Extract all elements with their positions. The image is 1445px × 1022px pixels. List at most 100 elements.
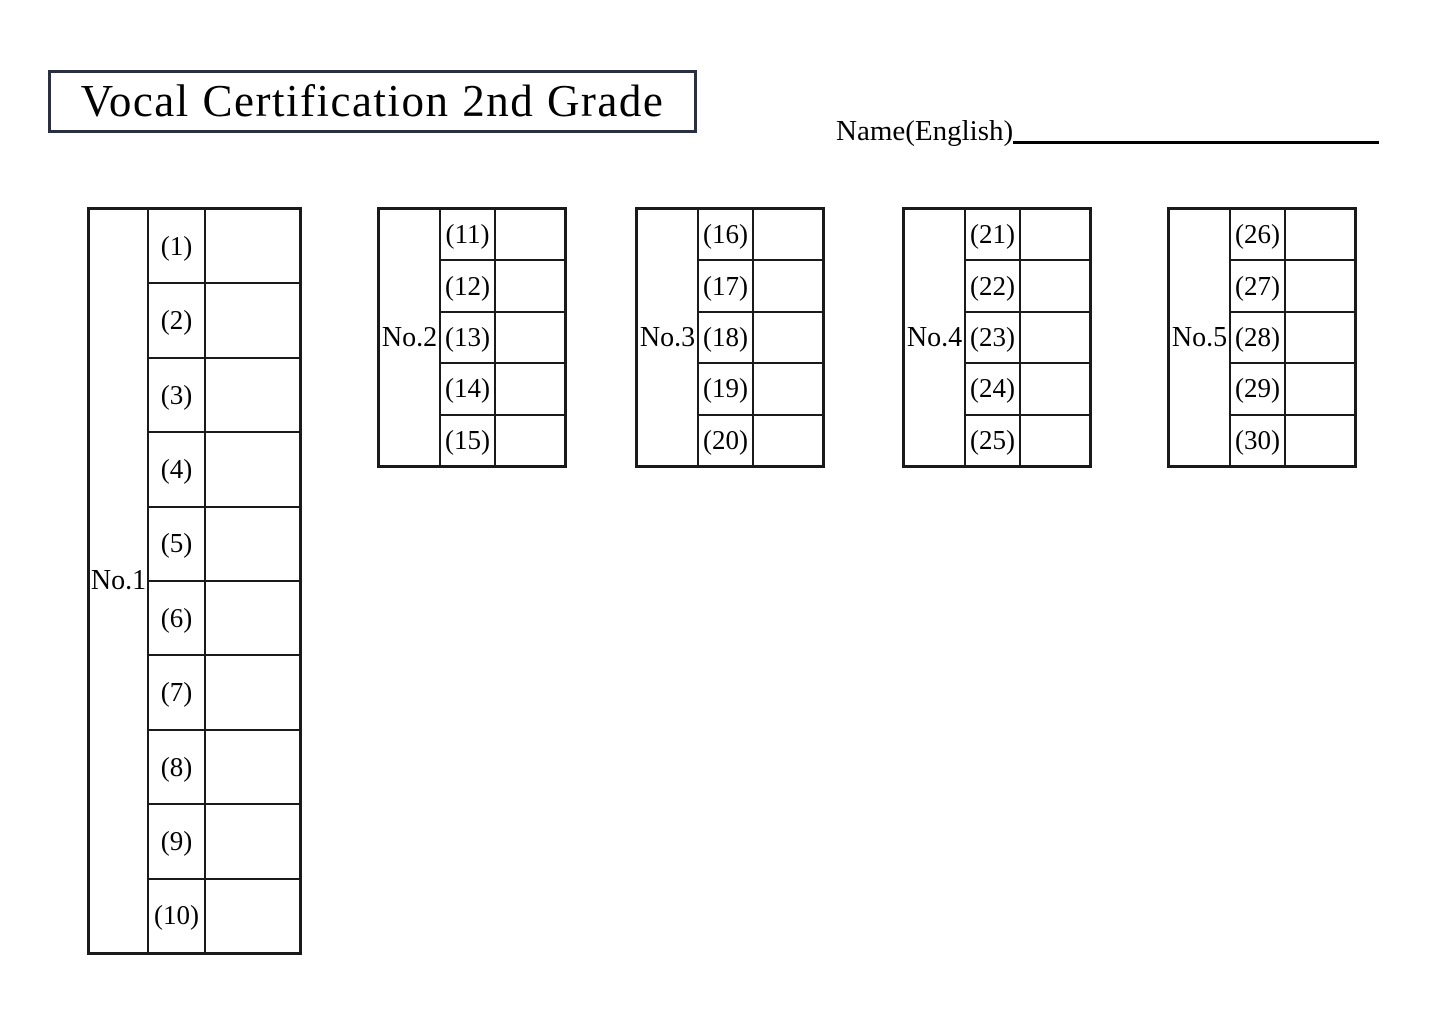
table-row: (20)	[699, 415, 822, 466]
question-number: (23)	[966, 312, 1021, 363]
answer-cell[interactable]	[206, 359, 299, 431]
question-number: (20)	[699, 415, 754, 466]
answer-table-no2: No.2 (11) (12) (13) (14) (15)	[377, 207, 567, 468]
name-input-rule[interactable]	[1013, 141, 1380, 144]
title-box: Vocal Certification 2nd Grade	[48, 70, 697, 133]
table-row: (23)	[966, 312, 1089, 365]
group-label-no1: No.1	[90, 565, 147, 596]
answer-rows-no2: (11) (12) (13) (14) (15)	[441, 210, 564, 466]
question-number: (12)	[441, 261, 496, 311]
answer-cell[interactable]	[206, 508, 299, 580]
answer-rows-no3: (16) (17) (18) (19) (20)	[699, 210, 822, 466]
question-number: (11)	[441, 210, 496, 260]
group-label-cell-no1: No.1	[90, 210, 149, 952]
page-title: Vocal Certification 2nd Grade	[80, 76, 665, 126]
group-label-no3: No.3	[639, 321, 696, 353]
answer-cell[interactable]	[1286, 261, 1354, 310]
table-row: (5)	[149, 507, 299, 583]
answer-cell[interactable]	[496, 210, 564, 259]
table-row: (3)	[149, 358, 299, 434]
group-label-no5: No.5	[1171, 321, 1228, 353]
question-number: (25)	[966, 415, 1021, 466]
table-row: (14)	[441, 364, 564, 416]
answer-table-no1: No.1 (1) (2) (3) (4) (5) (6) (7)	[87, 207, 302, 955]
question-number: (13)	[441, 312, 496, 363]
question-number: (19)	[699, 364, 754, 414]
answer-cell[interactable]	[496, 313, 564, 362]
question-number: (27)	[1231, 261, 1286, 311]
answer-cell[interactable]	[206, 805, 299, 877]
question-number: (16)	[699, 210, 754, 260]
table-row: (9)	[149, 805, 299, 880]
answer-cell[interactable]	[1286, 313, 1354, 362]
table-row: (1)	[149, 210, 299, 285]
answer-cell[interactable]	[206, 582, 299, 654]
answer-cell[interactable]	[206, 731, 299, 803]
question-number: (15)	[441, 415, 496, 466]
group-label-cell-no2: No.2	[380, 210, 441, 465]
answer-cell[interactable]	[754, 416, 822, 465]
question-number: (7)	[149, 656, 206, 729]
table-row: (8)	[149, 730, 299, 806]
question-number: (30)	[1231, 415, 1286, 466]
table-row: (28)	[1231, 312, 1354, 365]
table-row: (21)	[966, 210, 1089, 262]
answer-cell[interactable]	[1021, 364, 1089, 413]
answer-cell[interactable]	[206, 433, 299, 505]
answer-cell[interactable]	[1286, 416, 1354, 465]
answer-cell[interactable]	[754, 313, 822, 362]
name-label: Name(English)	[836, 115, 1014, 147]
table-row: (4)	[149, 433, 299, 508]
answer-cell[interactable]	[1021, 261, 1089, 310]
answer-cell[interactable]	[1021, 416, 1089, 465]
question-number: (26)	[1231, 210, 1286, 260]
question-number: (29)	[1231, 364, 1286, 414]
answer-table-no5: No.5 (26) (27) (28) (29) (30)	[1167, 207, 1357, 468]
question-number: (9)	[149, 805, 206, 878]
question-number: (28)	[1231, 312, 1286, 363]
question-number: (14)	[441, 364, 496, 414]
table-row: (18)	[699, 312, 822, 365]
table-row: (11)	[441, 210, 564, 262]
answer-cell[interactable]	[206, 210, 299, 282]
question-number: (8)	[149, 730, 206, 804]
answer-cell[interactable]	[206, 656, 299, 728]
question-number: (21)	[966, 210, 1021, 260]
answer-cell[interactable]	[206, 880, 299, 952]
table-row: (27)	[1231, 261, 1354, 313]
question-number: (10)	[149, 879, 206, 953]
question-number: (17)	[699, 261, 754, 311]
answer-cell[interactable]	[1021, 210, 1089, 259]
group-label-no4: No.4	[906, 321, 963, 353]
answer-cell[interactable]	[754, 210, 822, 259]
table-row: (29)	[1231, 364, 1354, 416]
answer-cell[interactable]	[496, 364, 564, 413]
title-box-inner: Vocal Certification 2nd Grade	[53, 75, 692, 128]
answer-cell[interactable]	[1286, 364, 1354, 413]
table-row: (19)	[699, 364, 822, 416]
table-row: (30)	[1231, 415, 1354, 466]
table-row: (10)	[149, 879, 299, 953]
answer-cell[interactable]	[754, 261, 822, 310]
question-number: (6)	[149, 582, 206, 655]
answer-table-no4: No.4 (21) (22) (23) (24) (25)	[902, 207, 1092, 468]
group-label-cell-no3: No.3	[638, 210, 699, 465]
question-number: (1)	[149, 210, 206, 283]
table-row: (26)	[1231, 210, 1354, 262]
answer-cell[interactable]	[1021, 313, 1089, 362]
question-number: (2)	[149, 284, 206, 357]
table-row: (2)	[149, 284, 299, 359]
table-row: (16)	[699, 210, 822, 262]
answer-cell[interactable]	[496, 416, 564, 465]
group-label-no2: No.2	[381, 321, 438, 353]
answer-cell[interactable]	[1286, 210, 1354, 259]
answer-cell[interactable]	[754, 364, 822, 413]
question-number: (22)	[966, 261, 1021, 311]
question-number: (18)	[699, 312, 754, 363]
answer-rows-no5: (26) (27) (28) (29) (30)	[1231, 210, 1354, 466]
question-number: (5)	[149, 507, 206, 581]
answer-cell[interactable]	[496, 261, 564, 310]
table-row: (6)	[149, 582, 299, 657]
answer-cell[interactable]	[206, 284, 299, 356]
table-row: (13)	[441, 312, 564, 365]
